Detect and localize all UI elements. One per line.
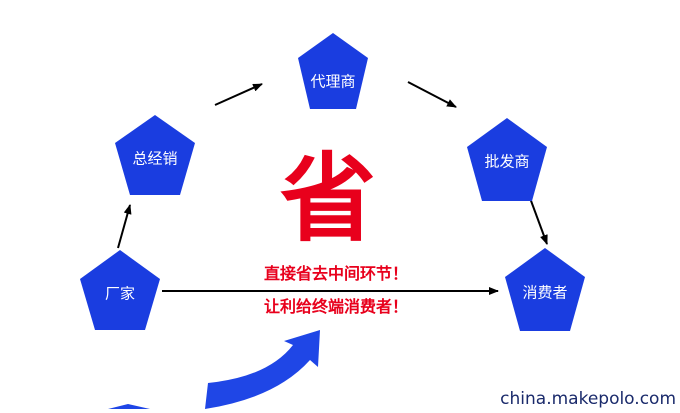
node-wholesaler-label: 批发商: [484, 153, 529, 171]
node-general-distributor: 总经销: [115, 115, 195, 195]
arrow-general-to-agent: [214, 83, 263, 106]
big-curved-arrow-tail: [108, 404, 150, 409]
center-big-character: 省: [280, 143, 376, 255]
node-consumer: 消费者: [505, 248, 585, 331]
watermark-text: china.makepolo.com: [500, 389, 676, 409]
arrow-factory-to-general: [117, 204, 132, 249]
node-agent-label: 代理商: [310, 73, 355, 91]
slogan-line-1: 直接省去中间环节！: [264, 264, 408, 283]
node-factory: 厂家: [80, 250, 160, 330]
node-general-distributor-label: 总经销: [132, 150, 177, 168]
big-curved-arrow: [205, 330, 320, 409]
node-wholesaler: 批发商: [467, 118, 547, 201]
node-agent: 代理商: [298, 33, 368, 109]
slogan-line-2: 让利给终端消费者！: [264, 297, 408, 316]
node-factory-label: 厂家: [105, 285, 135, 303]
arrow-wholesaler-to-consumer: [529, 197, 548, 245]
arrow-agent-to-wholesaler: [407, 81, 457, 108]
node-consumer-label: 消费者: [522, 284, 567, 302]
